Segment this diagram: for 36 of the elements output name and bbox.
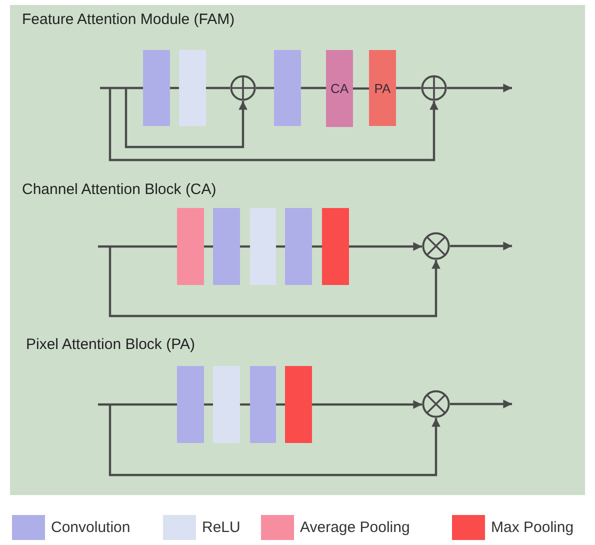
attention-block (326, 50, 353, 127)
layer-block (213, 208, 240, 285)
layer-block (274, 50, 301, 126)
connector-arrow (124, 88, 248, 148)
block-label: CA (330, 82, 349, 95)
connector-arrow (447, 84, 512, 92)
connector-arrow (108, 246, 440, 318)
multiply-symbol (422, 232, 450, 260)
layer-block (250, 366, 276, 443)
layer-block (285, 366, 312, 443)
layer-block (322, 208, 349, 285)
layer-block (250, 208, 276, 285)
attention-block (369, 50, 396, 126)
legend-label: Average Pooling (300, 519, 410, 536)
connector-arrow (108, 404, 440, 476)
connector-arrow (312, 400, 422, 409)
multiply-symbol (422, 390, 450, 418)
layer-block (213, 366, 240, 443)
connector-arrow (450, 242, 512, 250)
add-symbol (230, 75, 256, 101)
layer-block (177, 366, 204, 443)
legend-label: Convolution (51, 519, 130, 536)
section-title: Pixel Attention Block (PA) (26, 336, 195, 353)
connector-arrow (349, 242, 422, 251)
layer-block (177, 208, 204, 285)
block-label: PA (374, 82, 391, 94)
section-title: Feature Attention Module (FAM) (22, 11, 235, 28)
layer-block (179, 50, 206, 126)
section-title: Channel Attention Block (CA) (22, 181, 216, 198)
legend-label: Max Pooling (491, 519, 574, 536)
layer-block (285, 208, 312, 285)
layer-block (143, 50, 170, 126)
add-symbol (421, 75, 447, 101)
connector-arrow (108, 88, 438, 162)
connector-arrow (450, 400, 512, 408)
legend-label: ReLU (202, 519, 240, 536)
